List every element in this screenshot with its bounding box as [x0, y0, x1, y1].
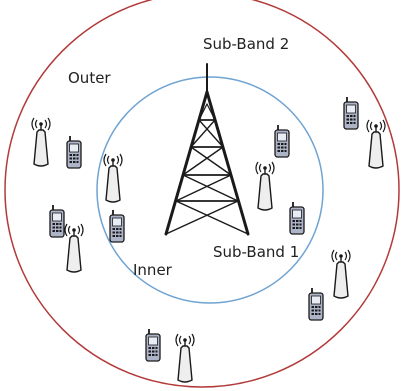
mobile-phone-icon: [145, 328, 161, 362]
mobile-phone-icon: [66, 135, 82, 169]
mobile-phone-icon: [343, 96, 359, 130]
inner-label: Inner: [133, 261, 173, 279]
sub-band-1-label: Sub-Band 1: [213, 243, 299, 261]
mobile-phone-icon: [49, 204, 65, 238]
mobile-phone-icon: [289, 201, 305, 235]
antenna-terminal-icon: [64, 223, 84, 273]
inner-ring: [96, 76, 324, 304]
sub-band-2-label: Sub-Band 2: [203, 35, 289, 53]
outer-label: Outer: [68, 69, 111, 87]
antenna-terminal-icon: [255, 161, 275, 211]
antenna-terminal-icon: [366, 119, 386, 169]
antenna-terminal-icon: [31, 117, 51, 167]
antenna-terminal-icon: [331, 249, 351, 299]
mobile-phone-icon: [308, 287, 324, 321]
cell-tower-icon: [164, 63, 250, 236]
antenna-terminal-icon: [175, 333, 195, 383]
outer-ring: [4, 0, 400, 388]
mobile-phone-icon: [109, 209, 125, 243]
antenna-terminal-icon: [103, 153, 123, 203]
mobile-phone-icon: [274, 124, 290, 158]
